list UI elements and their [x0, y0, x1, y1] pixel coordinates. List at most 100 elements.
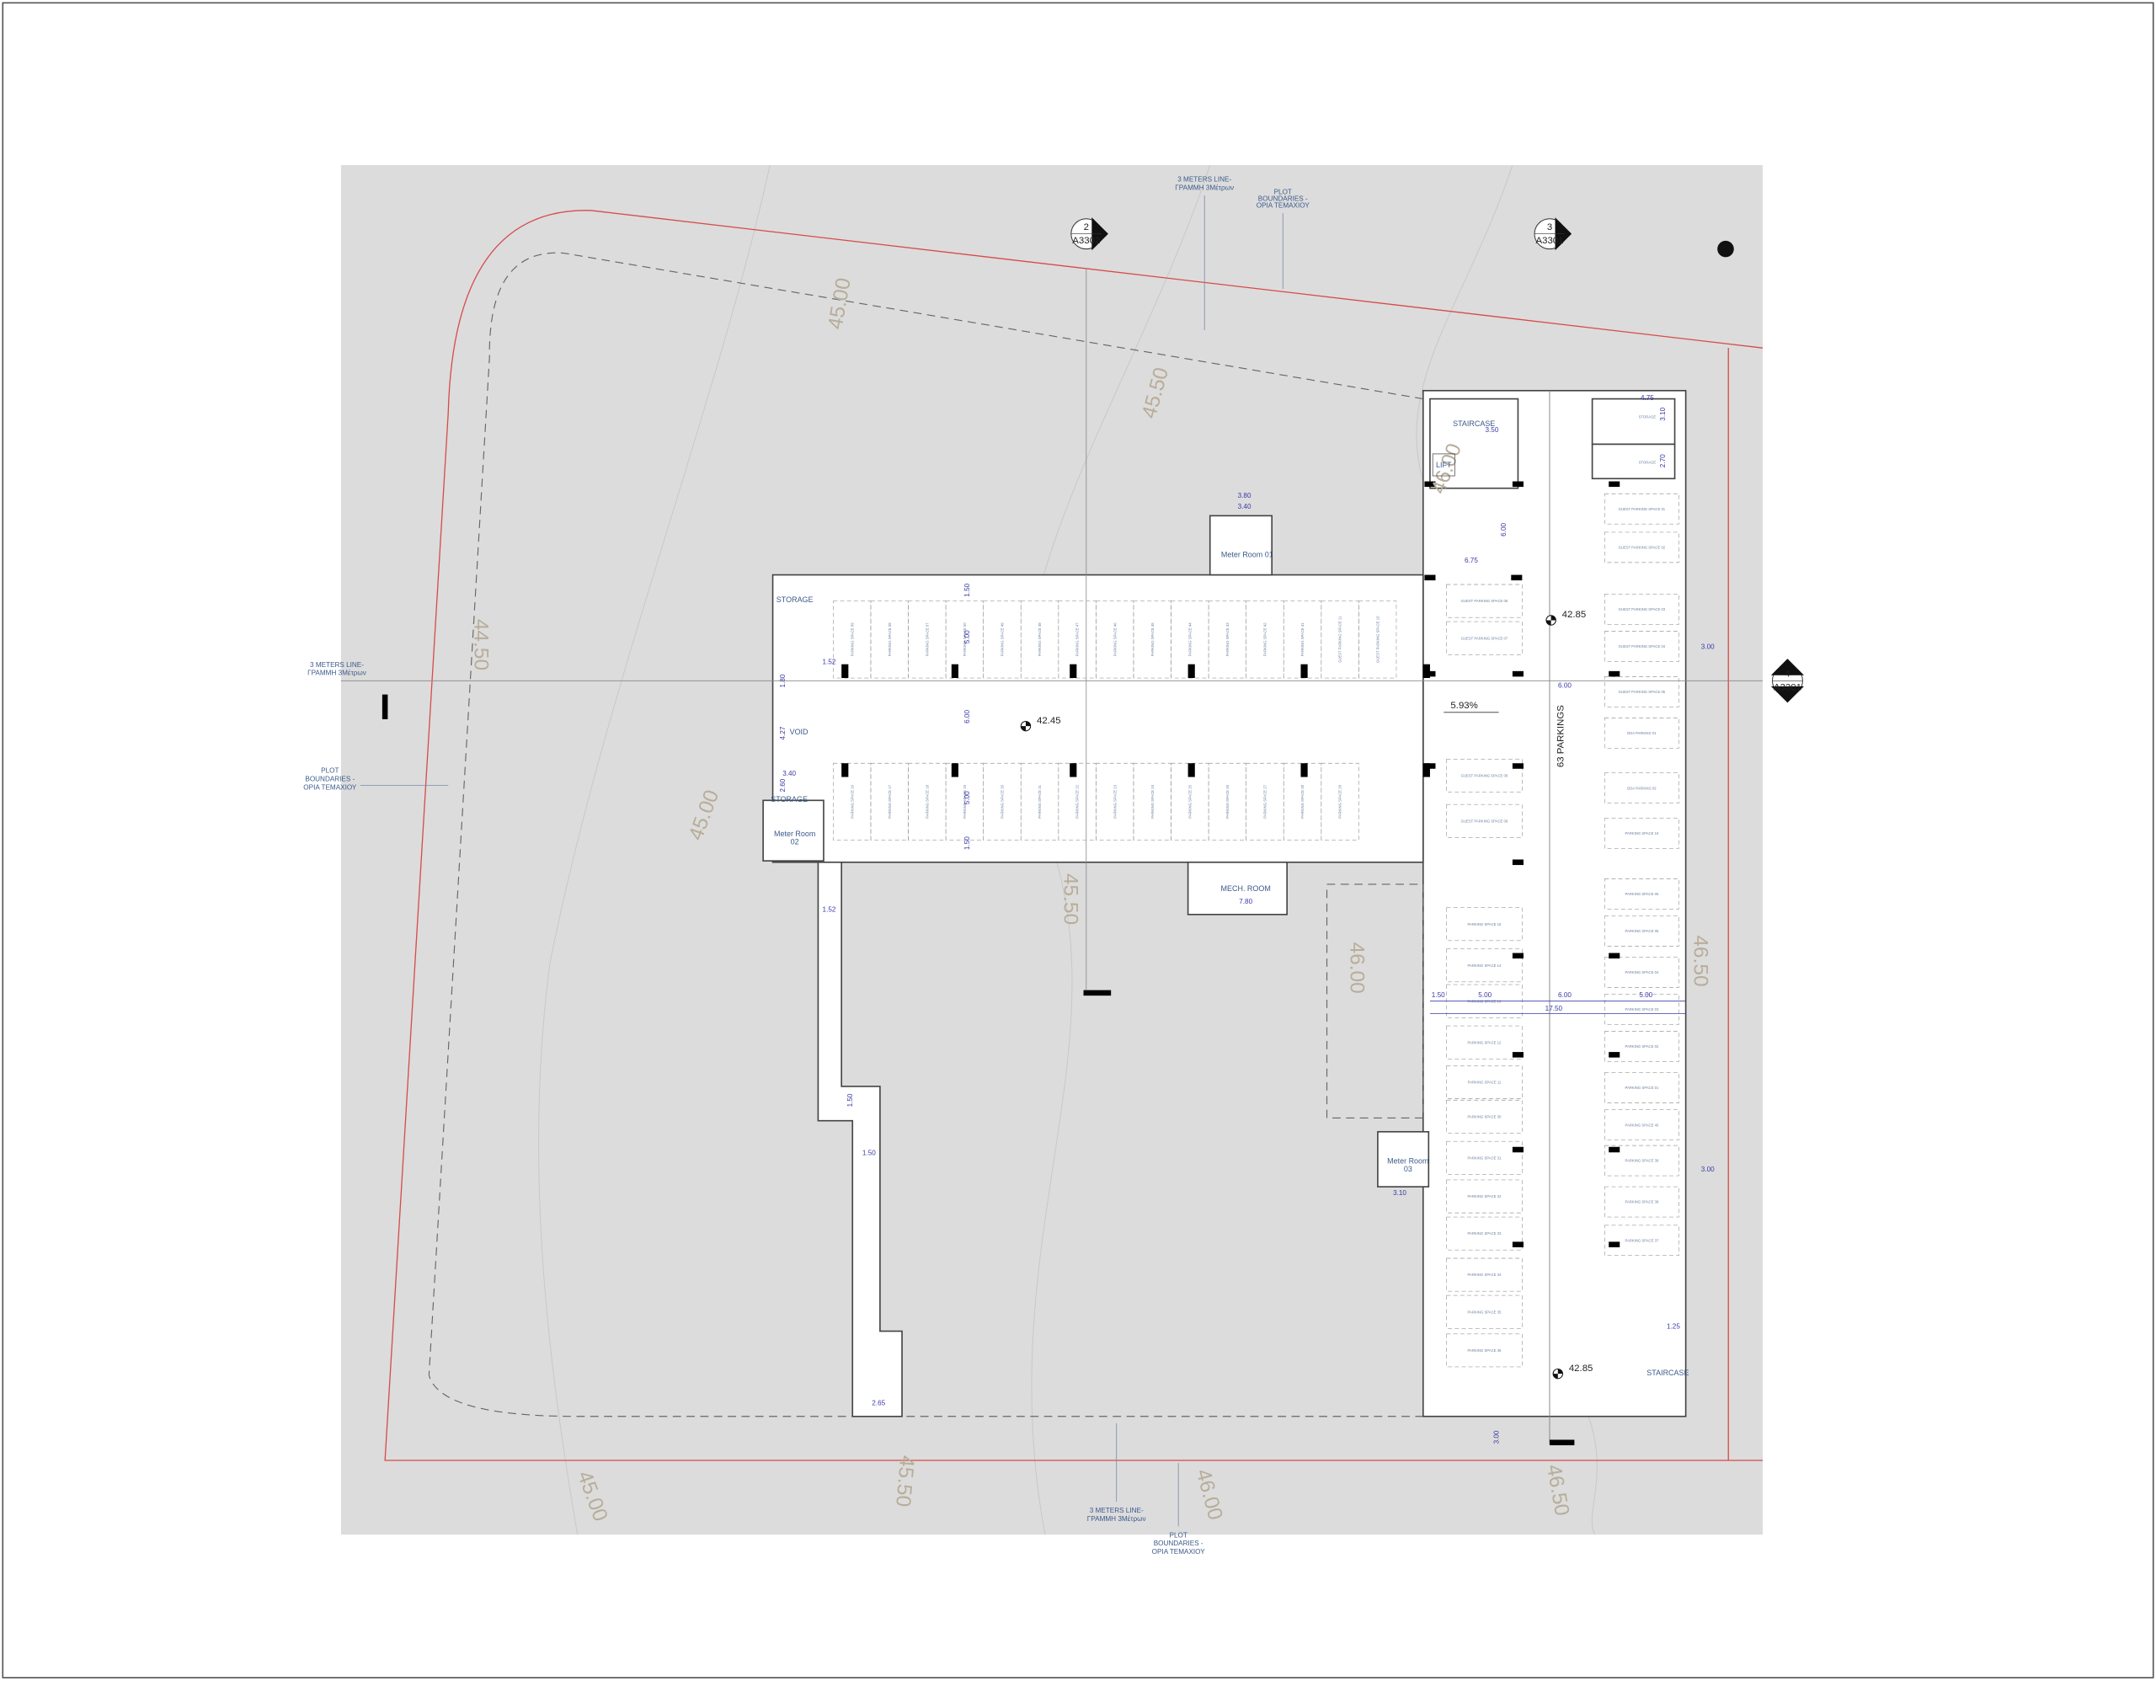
parking-space-label: PARKING SPACE 06: [1625, 892, 1658, 896]
meter-room-02-number: 02: [791, 838, 799, 846]
parking-space-label: DDA PARKING 02: [1627, 786, 1657, 790]
parking-stall: [1446, 1065, 1523, 1099]
parking-stall: [1096, 762, 1134, 841]
parking-stall: [1446, 1257, 1523, 1292]
contour-label: 44.50: [469, 619, 492, 670]
parking-stall: [1604, 531, 1679, 563]
parking-space-label: PARKING SPACE 33: [1468, 1231, 1502, 1236]
parking-space-label: PARKING SPACE 05: [1625, 929, 1658, 933]
dim-label: 5.00: [963, 791, 971, 804]
parkings-count-label: 63 PARKINGS: [1556, 705, 1566, 767]
level-marker: 42.45: [1020, 716, 1061, 732]
parking-space-label: PARKING SPACE 24: [1150, 784, 1155, 818]
parking-space-label: PARKING SPACE 14: [1468, 963, 1502, 968]
parking-space-label: PARKING SPACE 28: [1300, 784, 1305, 818]
dim-label: 1.50: [846, 1093, 854, 1107]
parking-space-label: PARKING SPACE 41: [1300, 622, 1305, 656]
storage-label: STORAGE: [776, 595, 814, 604]
parking-stall: [870, 600, 909, 679]
dim-label: 5.00: [1478, 991, 1492, 999]
parking-stall: [908, 600, 947, 679]
parking-stall: [983, 600, 1022, 679]
structural-column: [1609, 481, 1620, 488]
parking-stall: [1604, 1072, 1679, 1103]
structural-column: [1424, 763, 1436, 769]
section-number: 3: [1547, 222, 1552, 232]
section-sheet: A3302: [1072, 236, 1100, 246]
parking-space-label: PARKING SPACE 35: [1468, 1310, 1502, 1314]
level-marker: 42.85: [1545, 610, 1587, 626]
parking-stall: [1020, 600, 1059, 679]
parking-space-label: PARKING SPACE 15: [1468, 922, 1502, 926]
parking-stall: [1446, 621, 1523, 655]
parking-stall: [1604, 1109, 1679, 1140]
dim-label: 4.75: [1641, 394, 1654, 402]
dim-label: 1.50: [963, 583, 971, 596]
structural-column: [1512, 1052, 1524, 1058]
dim-label: 2.60: [779, 778, 787, 792]
parking-space-label: PARKING SPACE 22: [1075, 784, 1080, 818]
parking-stall: [1604, 915, 1679, 947]
structural-column: [1511, 574, 1523, 581]
dim-label: 6.00: [963, 710, 971, 723]
parking-stall: [1208, 762, 1246, 841]
structural-column: [1512, 481, 1524, 488]
parking-space-label: PARKING SPACE 08: [888, 622, 892, 656]
contour-label: 46.00: [1345, 942, 1368, 993]
level-marker: 42.85: [1552, 1364, 1593, 1380]
structural-column: [841, 664, 849, 679]
parking-stall: [1604, 772, 1679, 803]
parking-space-label: PARKING SPACE 43: [1225, 622, 1230, 656]
parking-space-label: PARKING SPACE 31: [1468, 1156, 1502, 1160]
dim-label: 6.00: [1500, 523, 1508, 536]
level-value: 42.85: [1569, 1364, 1593, 1374]
parking-stall: [1604, 718, 1679, 749]
parking-space-label: GUEST PARKING SPACE 06: [1461, 599, 1508, 603]
three-m-line-label-south-gr: ΓΡΑΜΜΗ 3Μέτρων: [1087, 1515, 1146, 1523]
structural-columns: [841, 481, 1620, 1247]
dim-label: 6.00: [1558, 991, 1572, 999]
parking-stall: [945, 600, 985, 679]
parking-space-label: PARKING SPACE 27: [1263, 784, 1267, 818]
plot-boundaries-label: PLOT: [1274, 188, 1292, 195]
parking-space-label: PARKING SPACE 42: [1263, 622, 1267, 656]
structural-column: [1512, 859, 1524, 866]
structural-column: [1187, 763, 1195, 777]
parking-stall: [1604, 818, 1679, 849]
parking-space-label: GUEST PARKING SPACE 10: [1375, 616, 1380, 663]
dim-label: 3.40: [1238, 503, 1251, 510]
dim-label: 1.80: [779, 674, 787, 687]
meter-room-03-label: Meter Room: [1387, 1156, 1428, 1165]
parking-space-label: PARKING SPACE 26: [1225, 784, 1230, 818]
lift-label: LIFT: [1436, 461, 1452, 469]
parking-stall: [945, 762, 985, 841]
dim-label: 1.52: [823, 906, 836, 914]
section-marker-2: 2 A3302: [1070, 217, 1108, 251]
parking-stall: [1446, 907, 1523, 942]
level-value: 42.85: [1562, 610, 1587, 620]
parking-stall: [1446, 948, 1523, 983]
structural-column: [1424, 574, 1436, 581]
parking-space-label: PARKING SPACE 21: [1038, 784, 1042, 818]
parking-space-label: GUEST PARKING SPACE 09: [1461, 819, 1508, 823]
parking-stall: [1446, 1140, 1523, 1175]
parking-stall: [1446, 1179, 1523, 1214]
parking-stall: [1446, 1025, 1523, 1059]
parking-stall: [908, 762, 947, 841]
parking-stall: [1446, 584, 1523, 618]
parking-space-label: GUEST PARKING SPACE 08: [1461, 774, 1508, 778]
dim-label: 3.40: [782, 770, 796, 777]
structural-column: [841, 763, 849, 777]
structural-column: [1422, 664, 1430, 679]
parking-stall: [1133, 762, 1171, 841]
parking-space-label: PARKING SPACE 37: [1625, 1238, 1658, 1242]
parking-space-label: PARKING SPACE 12: [1468, 1040, 1502, 1044]
parking-stall: [1604, 676, 1679, 707]
structural-column: [1609, 1146, 1620, 1153]
three-meter-line: [428, 252, 1423, 1417]
structural-column: [1609, 1241, 1620, 1247]
parking-stall: [1604, 594, 1679, 625]
parking-stall: [1604, 1031, 1679, 1062]
mech-room-label: MECH. ROOM: [1221, 884, 1271, 893]
parking-space-label: PARKING SPACE 45: [1150, 622, 1155, 656]
